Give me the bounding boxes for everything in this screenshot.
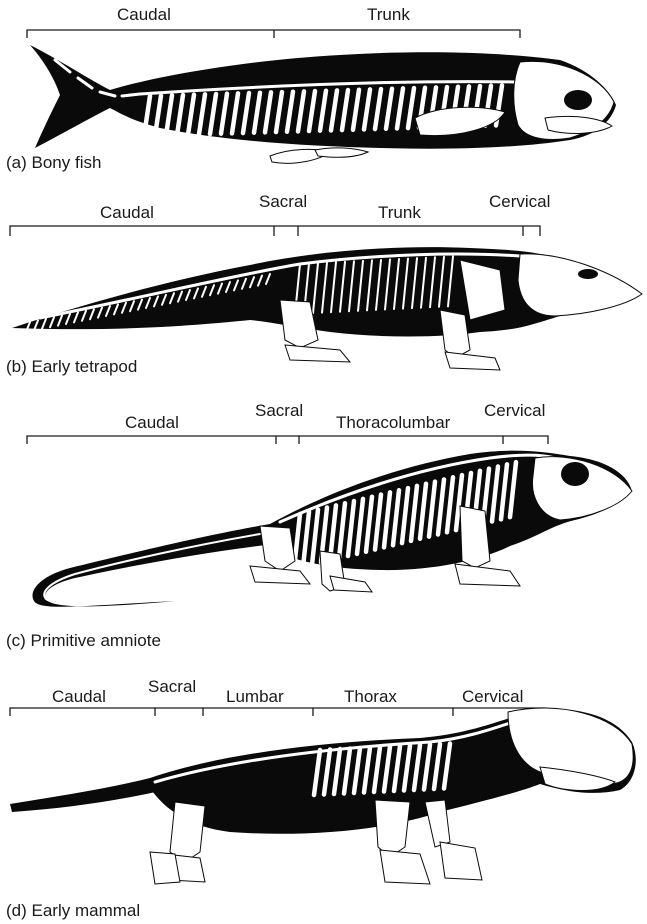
- region-brackets: [10, 708, 545, 716]
- early-tetrapod-skeleton-figure: [0, 190, 647, 380]
- amniote-eye: [561, 462, 589, 486]
- tetrapod-forelimb: [440, 310, 470, 358]
- tetrapod-skull: [518, 254, 642, 316]
- mammal-hindlimb: [170, 802, 205, 862]
- panel-early-tetrapod: Caudal Sacral Trunk Cervical (b) Early t…: [0, 190, 647, 380]
- mammal-forelimb: [375, 800, 410, 857]
- fish-eye: [564, 90, 592, 110]
- caption-primitive-amniote: (c) Primitive amniote: [6, 632, 161, 649]
- early-mammal-skeleton-figure: [0, 672, 647, 924]
- panel-bony-fish: Caudal Trunk (a) Bony fish: [0, 0, 647, 180]
- region-brackets: [27, 30, 520, 38]
- caption-bony-fish: (a) Bony fish: [6, 154, 101, 171]
- region-brackets: [27, 436, 548, 444]
- amniote-forelimb: [460, 506, 490, 568]
- amniote-tail: [33, 524, 276, 607]
- caption-early-mammal: (d) Early mammal: [6, 902, 140, 919]
- tetrapod-eye: [578, 269, 598, 279]
- region-brackets: [10, 226, 540, 236]
- panel-early-mammal: Caudal Sacral Lumbar Thorax Cervical (d)…: [0, 672, 647, 924]
- panel-primitive-amniote: Caudal Sacral Thoracolumbar Cervical (c)…: [0, 396, 647, 652]
- primitive-amniote-skeleton-figure: [0, 396, 647, 652]
- mammal-tail: [10, 778, 165, 812]
- caption-early-tetrapod: (b) Early tetrapod: [6, 358, 137, 375]
- amniote-hindlimb: [260, 526, 295, 571]
